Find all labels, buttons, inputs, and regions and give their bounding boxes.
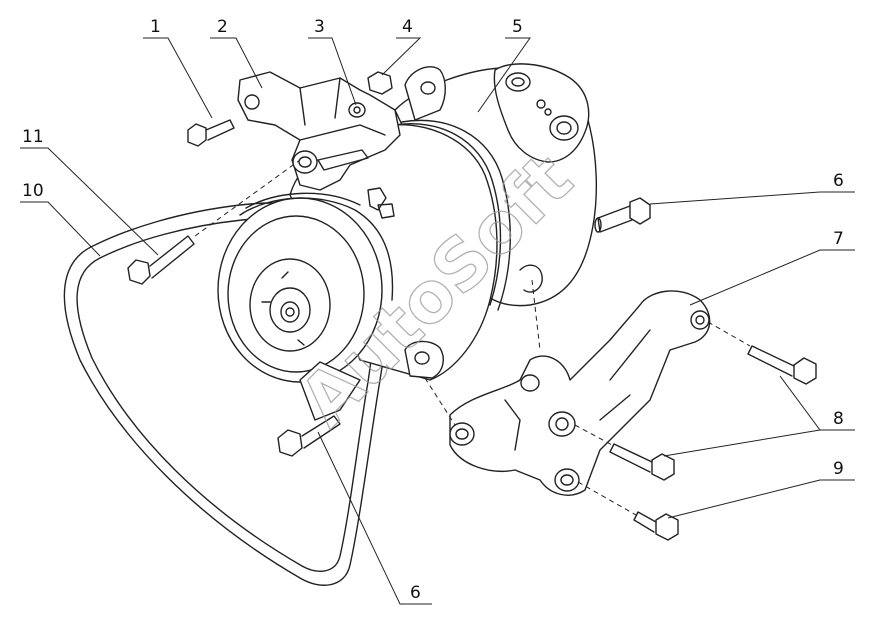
callout-1: 1 — [150, 17, 161, 37]
leader-lines — [20, 37, 855, 605]
bolt-8-upper — [747, 345, 817, 385]
alignment-lines — [194, 159, 751, 516]
callout-7: 7 — [833, 229, 844, 249]
callout-11: 11 — [22, 127, 44, 147]
bolt-9 — [633, 511, 679, 541]
bolt-11 — [127, 235, 195, 285]
bolt-8-lower — [609, 443, 675, 481]
callout-8: 8 — [833, 409, 844, 429]
upper-bracket — [237, 71, 401, 191]
callout-3: 3 — [314, 17, 325, 37]
callout-9: 9 — [833, 459, 844, 479]
bolt-1 — [187, 119, 235, 147]
callout-labels: 1 2 3 4 5 6 7 8 9 10 11 6 — [22, 17, 844, 603]
bolt-6-upper — [594, 197, 651, 233]
callout-10: 10 — [22, 181, 44, 201]
washer-3 — [348, 102, 366, 118]
clutch-pulley — [217, 192, 394, 421]
callout-2: 2 — [217, 17, 228, 37]
nut-4 — [367, 71, 393, 95]
callout-6-lower: 6 — [410, 583, 421, 603]
bolt-6-lower — [277, 415, 341, 457]
lower-bracket — [449, 290, 711, 496]
callout-5: 5 — [512, 17, 523, 37]
callout-6-upper: 6 — [833, 171, 844, 191]
callout-4: 4 — [402, 17, 413, 37]
